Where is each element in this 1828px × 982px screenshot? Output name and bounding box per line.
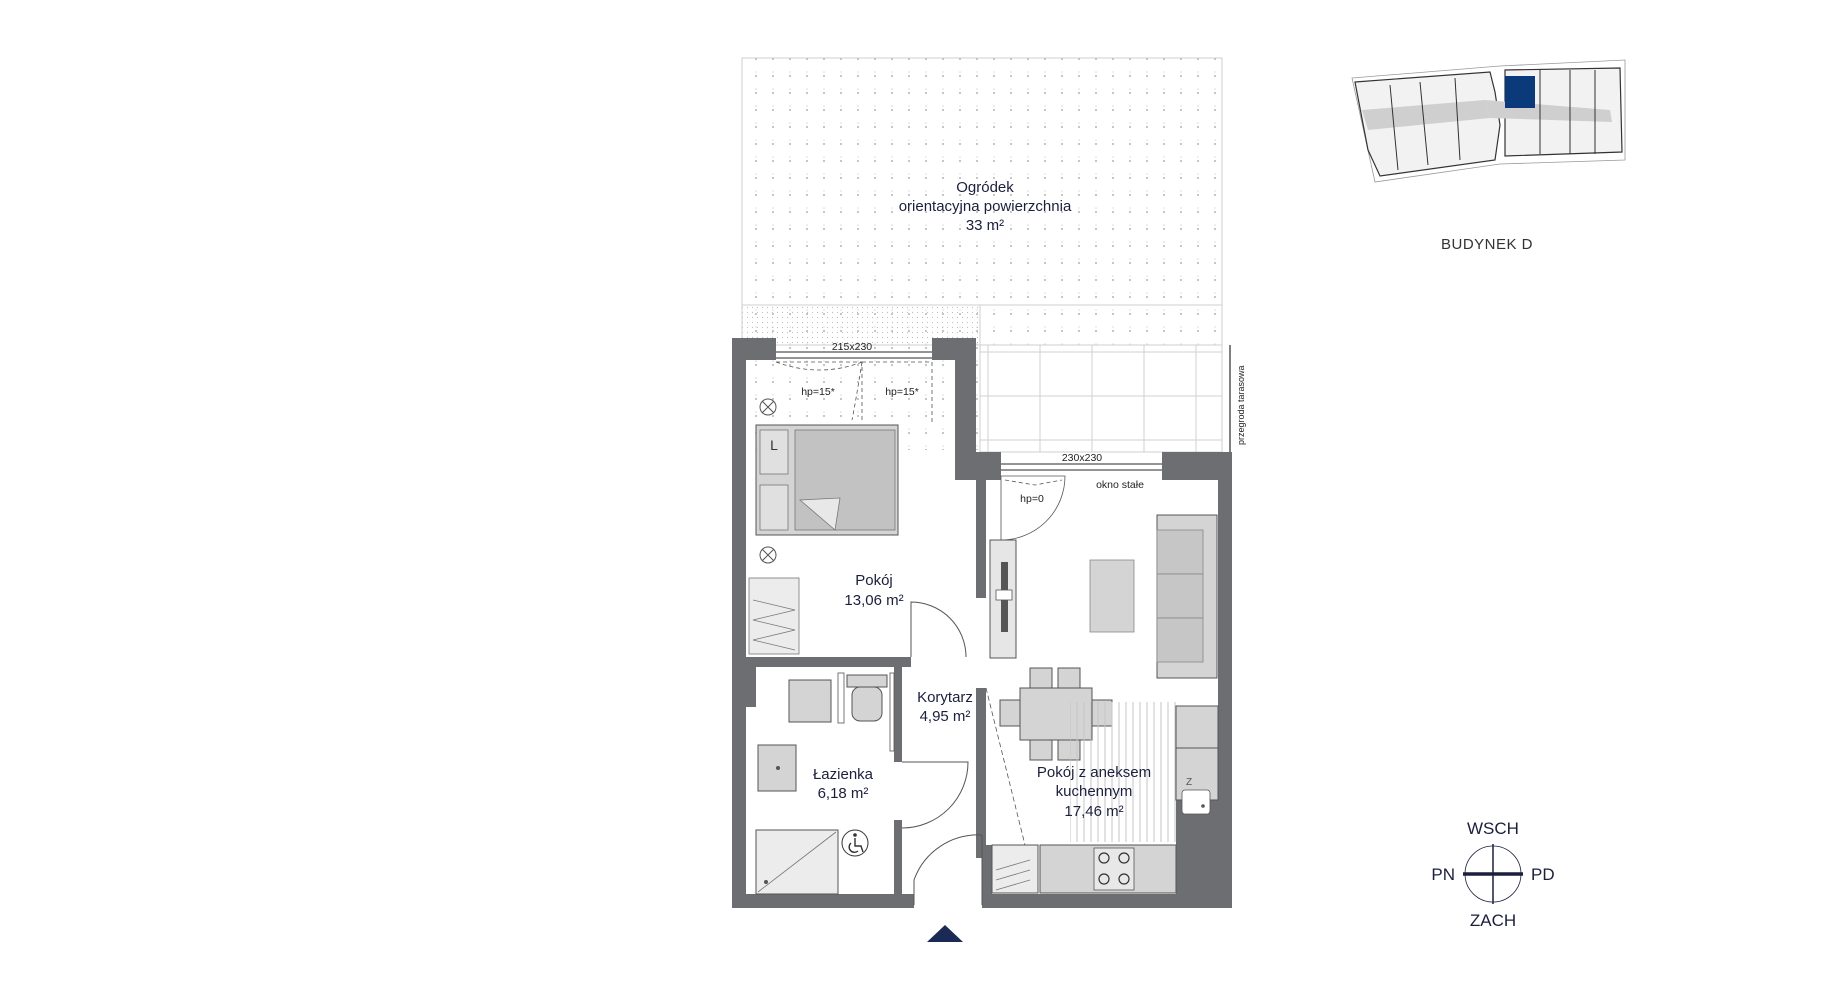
corridor-name: Korytarz [917,689,973,706]
living-window-size: 230x230 [1062,452,1102,464]
living-area: 17,46 m² [1064,803,1123,820]
bedroom-name: Pokój [855,572,893,589]
compass-right-label: PD [1531,865,1555,884]
entrance-door [913,834,983,905]
building-keyplan [1351,59,1626,183]
terrace-divider-label: przegroda tarasowa [1236,365,1246,445]
bathroom-door [901,761,969,829]
entrance-arrow [927,925,963,942]
walls [732,338,1232,908]
fixed-window-label: okno stałe [1096,479,1144,491]
compass-bottom-label: ZACH [1470,911,1516,930]
kitchen-counter [1175,705,1219,749]
apartment-highlight [1505,76,1535,108]
toilet [846,674,888,688]
bedroom-area: 13,06 m² [844,592,903,609]
window-hp-living: hp=0 [1020,493,1044,505]
living-window [1000,463,1162,541]
garden-area-value: 33 m² [966,217,1004,234]
chair [999,699,1021,727]
bedroom-furniture: L [748,398,899,655]
living-name-line1: Pokój z aneksem [1037,764,1151,781]
compass-top-label: WSCH [1467,819,1519,838]
compass-left-label: PN [1431,865,1455,884]
coffee-table [1089,559,1135,633]
washing-machine [788,679,832,723]
living-furniture: Z [985,514,1219,894]
building-label: BUDYNEK D [1441,236,1533,253]
chair [1029,739,1053,761]
bathroom-area: 6,18 m² [818,785,869,802]
chair [1029,667,1053,689]
bed-letter: L [770,437,778,453]
chair [1057,667,1081,689]
bedroom-window [775,351,933,422]
window-hp-left: hp=15* [801,386,835,398]
bedroom-window-size: 215x230 [832,341,872,353]
bedroom-door [910,601,967,658]
window-hp-right: hp=15* [885,386,919,398]
living-name-line2: kuchennym [1056,783,1133,800]
fridge-mark: Z [1186,777,1192,788]
compass [1463,844,1523,904]
garden-name: Ogródek [956,179,1014,196]
nightstand [759,484,789,531]
bathroom-fixtures [755,672,895,895]
nightstand [759,429,789,475]
garden-note: orientacyjna powierzchnia [899,198,1072,215]
wardrobe [748,577,800,655]
bathroom-name: Łazienka [813,766,874,783]
kitchen-floor [1070,702,1176,842]
corridor-area: 4,95 m² [920,708,971,725]
